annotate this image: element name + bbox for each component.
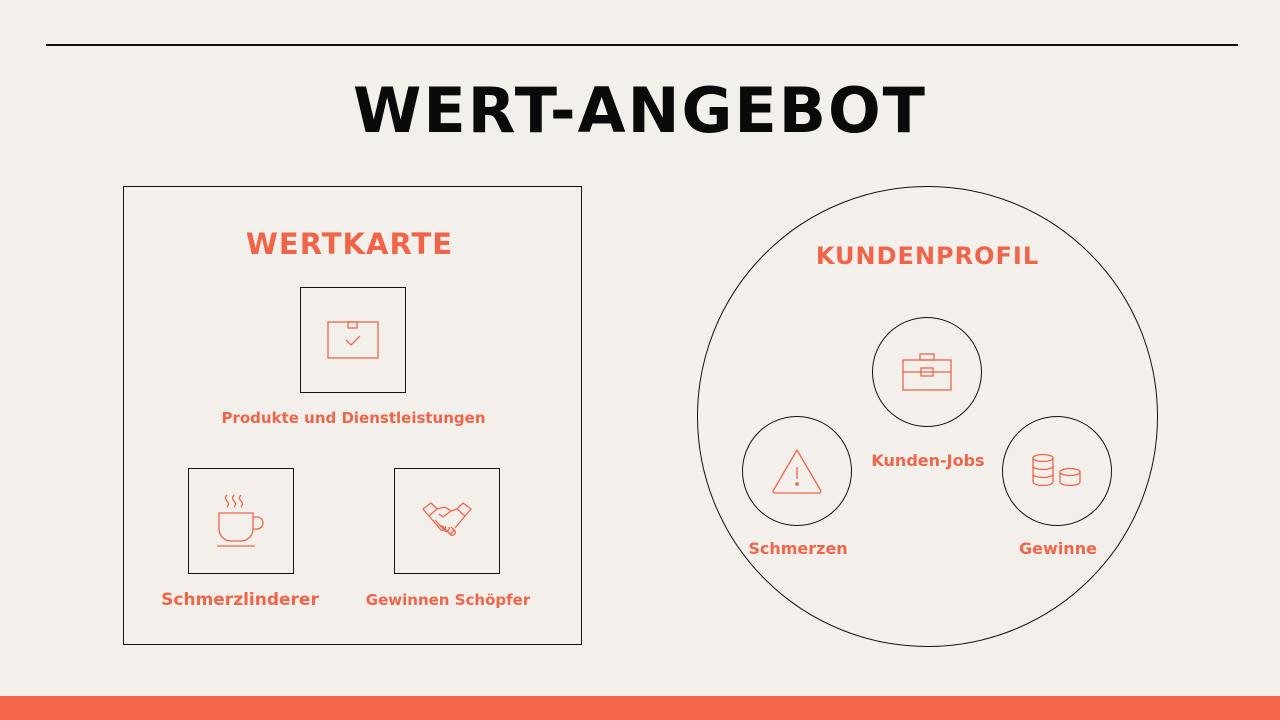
pains-circle	[742, 416, 852, 526]
customer-jobs-label: Kunden-Jobs	[871, 451, 985, 470]
page-title: WERT-ANGEBOT	[353, 74, 927, 147]
bottom-accent-bar	[0, 696, 1280, 720]
pain-relievers-label: Schmerzlinderer	[161, 590, 319, 610]
gains-label: Gewinne	[1019, 539, 1097, 558]
products-services-box	[300, 287, 406, 393]
value-map-title: WERTKARTE	[245, 227, 454, 261]
value-map-box: WERTKARTE Produkte und Dienstleistungen …	[123, 186, 582, 645]
warning-icon	[772, 449, 822, 494]
gain-creators-label: Gewinnen Schöpfer	[365, 591, 531, 609]
briefcase-icon	[902, 353, 952, 391]
coins-icon	[1032, 453, 1081, 487]
gains-circle	[1002, 416, 1112, 526]
customer-profile-title: KUNDENPROFIL	[815, 242, 1040, 270]
coffee-cup-icon	[217, 494, 264, 547]
pain-relievers-box	[188, 468, 294, 574]
customer-jobs-circle	[872, 317, 982, 427]
top-divider	[46, 44, 1238, 46]
products-services-label: Produkte und Dienstleistungen	[221, 409, 486, 427]
gain-creators-box	[394, 468, 500, 574]
pains-label: Schmerzen	[748, 539, 848, 558]
customer-profile-circle: KUNDENPROFIL Kunden-Jobs Schmerzen Gewin…	[697, 186, 1158, 647]
package-check-icon	[327, 321, 379, 359]
handshake-icon	[422, 502, 472, 536]
